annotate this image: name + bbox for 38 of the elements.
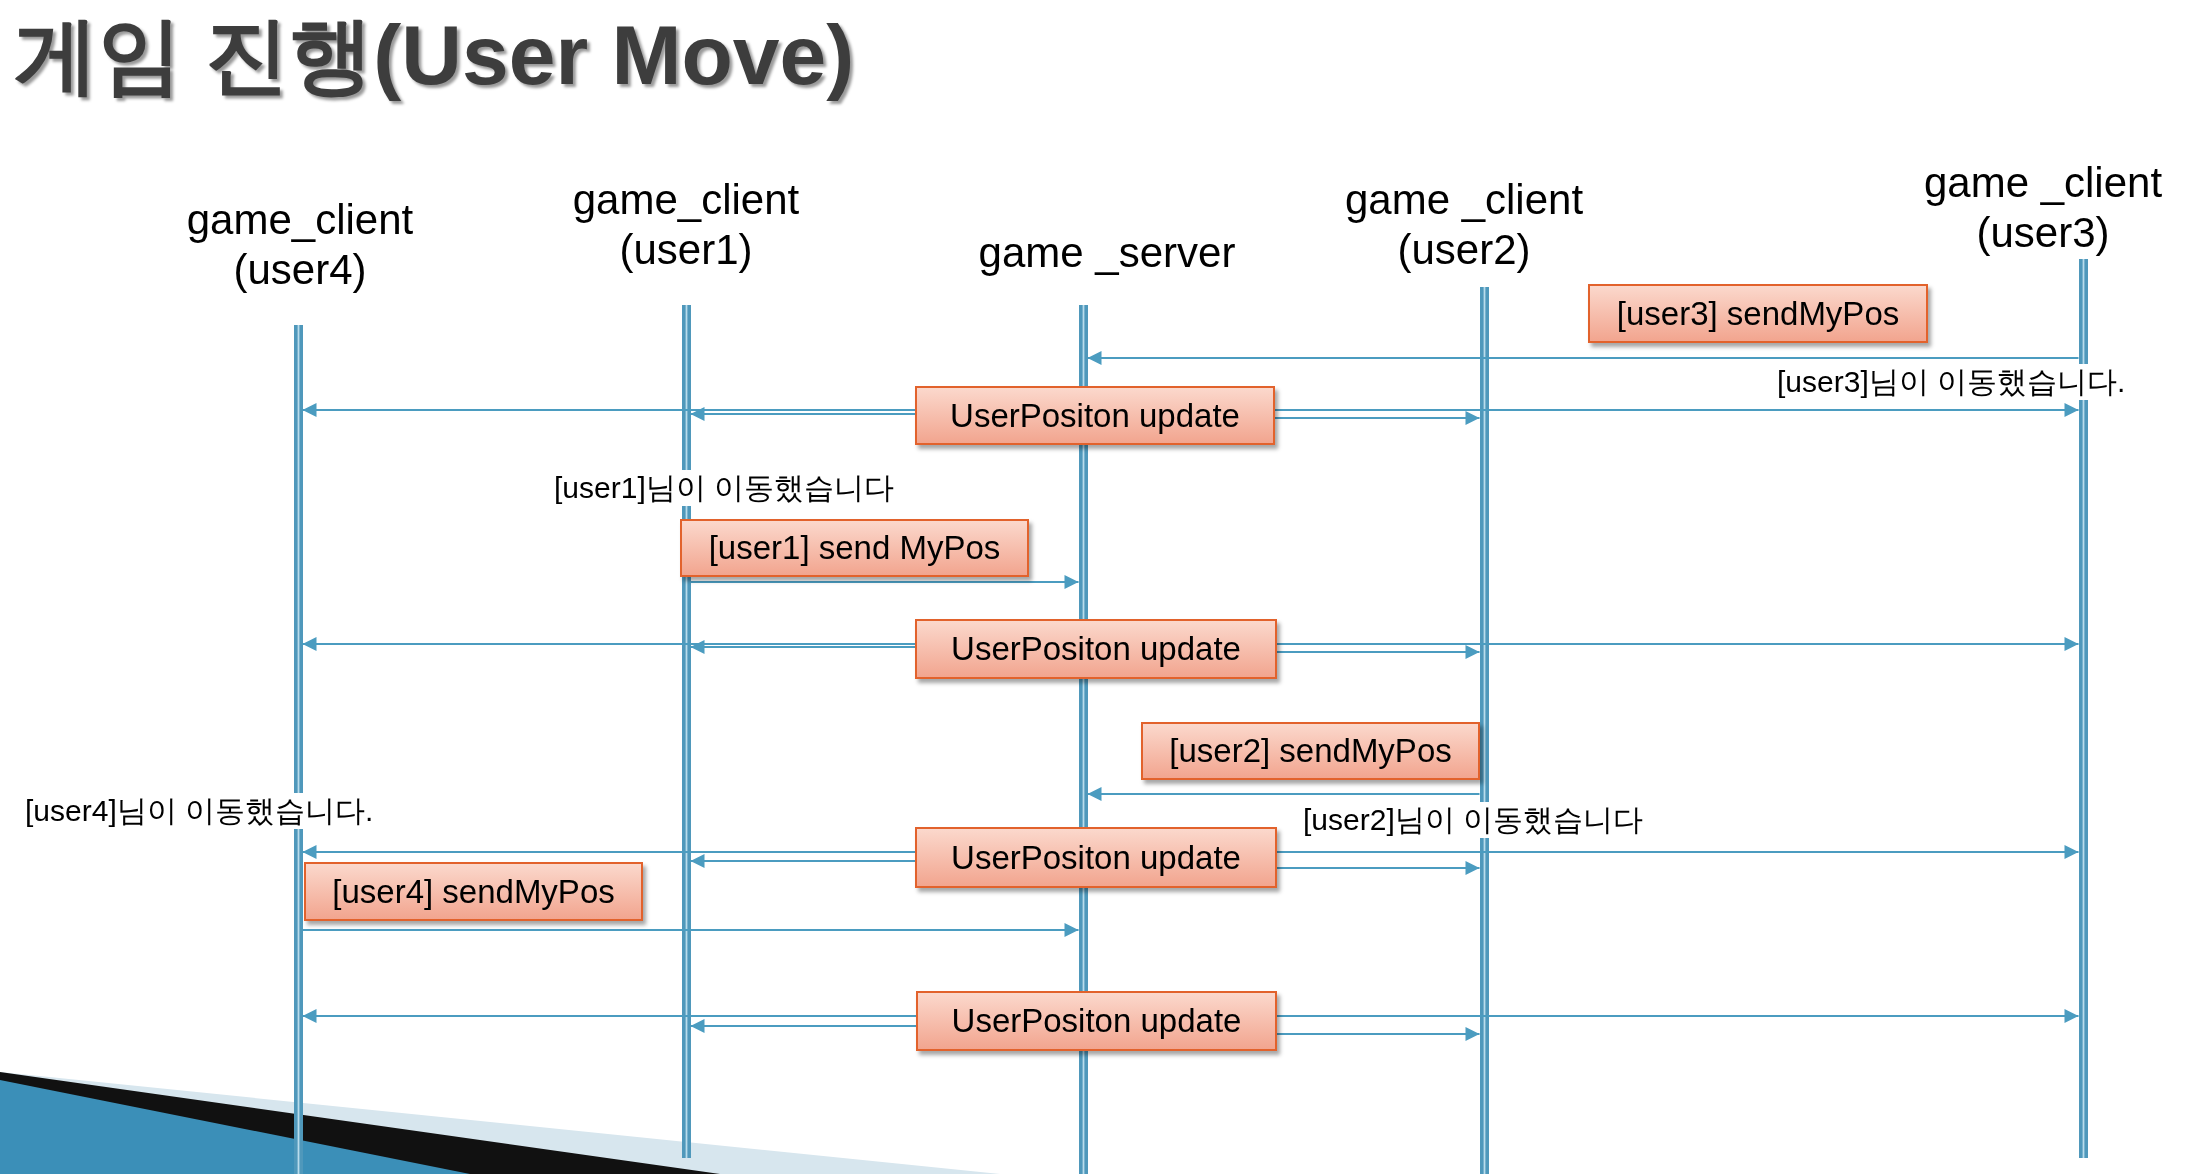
title: 게임 진행(User Move) [14,7,855,104]
arrow [689,407,916,421]
message-box: UserPositon update [916,991,1277,1051]
arrow [1276,861,1481,875]
arrow [301,923,1080,937]
arrow [1274,403,2080,417]
arrow [1276,1009,2080,1023]
message-box: [user3] sendMyPos [1588,284,1928,343]
lifeline-label: game_client (user4) [185,195,415,295]
message-box: [user1] send MyPos [680,519,1029,577]
message-box: UserPositon update [915,386,1275,445]
arrow [1276,645,1481,659]
arrow [1086,787,1481,801]
arrow [1276,637,2080,651]
arrow [301,1009,917,1023]
message-box: UserPositon update [915,619,1277,679]
message-box: [user2] sendMyPos [1141,722,1480,780]
arrow [1276,1027,1481,1041]
arrow [1086,351,2080,365]
message-box: [user4] sendMyPos [304,862,643,921]
arrow [689,640,916,654]
arrow [689,854,916,868]
arrow [301,845,916,859]
lifeline-label: game _server [977,228,1237,278]
arrow [1276,845,2080,859]
arrow [689,575,1080,589]
note-text: [user3]님이 이동했습니다. [1777,364,2126,400]
arrow [301,403,916,417]
arrow [1274,411,1481,425]
lifeline-label: game _client (user3) [1922,158,2164,258]
lifeline-label: game _client (user2) [1343,175,1585,275]
lifeline-label: game_client (user1) [571,175,801,275]
note-text: [user2]님이 이동했습니다 [1303,802,1644,838]
message-box: UserPositon update [915,827,1277,888]
note-text: [user4]님이 이동했습니다. [25,793,374,829]
arrow [301,637,916,651]
arrow [689,1019,917,1033]
note-text: [user1]님이 이동했습니다 [554,470,895,506]
